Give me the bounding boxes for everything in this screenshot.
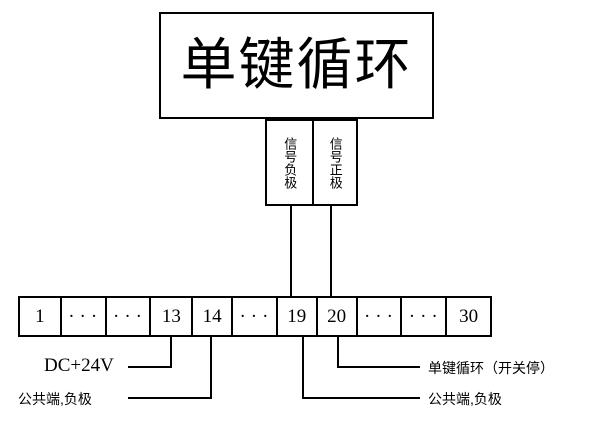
leader-terminal-20-vertical [337, 337, 339, 368]
annotation-common-negative-right: 公共端,负极 [428, 391, 502, 407]
signal-connector-block: 信号负极 信号正极 [265, 119, 358, 206]
terminal-cell: ··· [355, 298, 401, 335]
leader-terminal-13-horizontal [128, 366, 172, 368]
leader-terminal-20-horizontal [337, 366, 420, 368]
terminal-cell: 30 [445, 298, 490, 335]
page-title: 单键循环 [180, 34, 413, 97]
signal-positive-label: 信号正极 [327, 136, 343, 189]
signal-negative-label: 信号负极 [282, 136, 298, 189]
leader-terminal-13-vertical [170, 337, 172, 368]
wire-signal-positive-to-terminal-20 [330, 206, 332, 298]
signal-terminal-positive: 信号正极 [311, 121, 357, 204]
terminal-cell: 1 [35, 305, 45, 327]
wire-signal-negative-to-terminal-19 [290, 206, 292, 298]
device-title-box: 单键循环 [159, 12, 434, 119]
terminal-cell: ··· [104, 298, 150, 335]
leader-terminal-14-horizontal [128, 397, 212, 399]
terminal-cell: 13 [149, 298, 191, 335]
leader-terminal-14-vertical [210, 337, 212, 399]
terminal-cell: 20 [315, 298, 356, 335]
leader-terminal-19-horizontal [302, 397, 420, 399]
terminal-cell: ··· [400, 298, 445, 335]
leader-terminal-19-vertical [302, 337, 304, 399]
annotation-single-key-cycle: 单键循环（开关停） [428, 360, 554, 376]
terminal-cell: ··· [231, 298, 276, 335]
terminal-strip: 1 ··· ··· 13 14 ··· 19 20 ··· ··· 30 [18, 296, 492, 337]
terminal-cell: ··· [59, 298, 105, 335]
terminal-cell: 14 [191, 298, 231, 335]
annotation-power-supply: DC+24V [44, 355, 114, 376]
annotation-common-negative-left: 公共端,负极 [18, 391, 92, 407]
signal-terminal-negative: 信号负极 [267, 121, 312, 204]
terminal-cell: 19 [275, 298, 316, 335]
